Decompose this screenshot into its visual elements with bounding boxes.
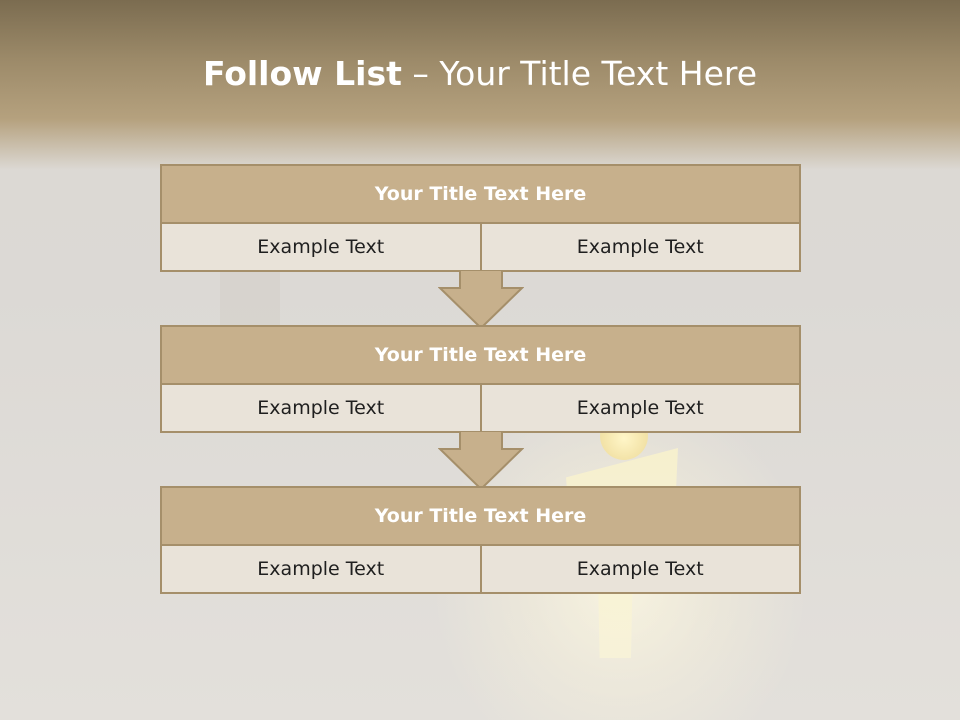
slide-title: Follow List – Your Title Text Here — [0, 54, 960, 93]
list-block-3: Your Title Text Here Example Text Exampl… — [160, 486, 801, 594]
block-cell-right: Example Text — [479, 385, 799, 431]
block-cell-left: Example Text — [162, 385, 480, 431]
block-row: Example Text Example Text — [162, 224, 799, 270]
list-block-1: Your Title Text Here Example Text Exampl… — [160, 164, 801, 272]
title-rest: – Your Title Text Here — [401, 54, 758, 93]
title-bold: Follow List — [202, 54, 402, 93]
block-row: Example Text Example Text — [162, 546, 799, 592]
header-band — [0, 0, 960, 170]
block-cell-left: Example Text — [162, 224, 480, 270]
block-title: Your Title Text Here — [162, 327, 799, 385]
down-arrow-icon — [438, 431, 524, 491]
block-cell-left: Example Text — [162, 546, 480, 592]
list-block-2: Your Title Text Here Example Text Exampl… — [160, 325, 801, 433]
block-cell-right: Example Text — [479, 224, 799, 270]
block-cell-right: Example Text — [479, 546, 799, 592]
block-row: Example Text Example Text — [162, 385, 799, 431]
block-title: Your Title Text Here — [162, 166, 799, 224]
down-arrow-icon — [438, 270, 524, 330]
block-title: Your Title Text Here — [162, 488, 799, 546]
